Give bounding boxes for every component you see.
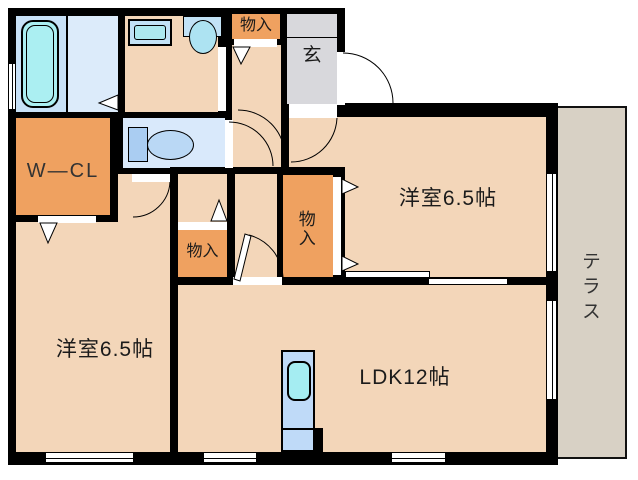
vestibule-floor bbox=[118, 174, 170, 222]
storage-top-label: 物入 bbox=[239, 17, 272, 34]
front-door-leaf bbox=[337, 52, 345, 105]
washing-machine-pan-inner bbox=[134, 25, 166, 40]
entrance-hall-door bbox=[289, 104, 337, 118]
washing-machine-pan bbox=[128, 19, 172, 46]
ldk-door-swing-arc bbox=[248, 234, 284, 278]
storage-mid-label: 物入 bbox=[295, 210, 315, 248]
kitchen-sink bbox=[287, 361, 311, 401]
entrance-label: 玄 bbox=[302, 45, 322, 66]
sliding-door-panel-2 bbox=[428, 278, 508, 285]
ldk-label: LDK12帖 bbox=[359, 366, 451, 389]
window-bedroom-right bbox=[546, 173, 557, 272]
walk-in-closet-floor bbox=[16, 118, 110, 215]
window-ldk-bottom-2 bbox=[391, 452, 446, 463]
storage-top-floor bbox=[232, 14, 280, 39]
window-ldk-bottom-1 bbox=[203, 452, 257, 463]
storage-mid-floor bbox=[283, 175, 333, 277]
window-bathroom bbox=[8, 63, 16, 110]
storage-center-door-marker bbox=[210, 198, 228, 222]
terrace-label: テラス bbox=[578, 250, 600, 326]
bathroom-dry-area bbox=[68, 16, 118, 112]
hallway-floor bbox=[232, 45, 281, 167]
storage-center-door bbox=[178, 222, 227, 230]
walk-in-closet-door-marker bbox=[39, 222, 58, 245]
kitchen-wall-stub bbox=[313, 428, 323, 452]
bedroom-left-door-swing-arc bbox=[132, 181, 171, 218]
wash-basin bbox=[189, 20, 217, 54]
bedroom-right-label: 洋室6.5帖 bbox=[398, 187, 498, 210]
toilet-door bbox=[225, 120, 233, 168]
entrance-step-line bbox=[287, 37, 337, 38]
walk-in-closet-opening bbox=[38, 216, 96, 223]
storage-mid-door-marker-lower bbox=[341, 255, 360, 272]
bedroom-left-label: 洋室6.5帖 bbox=[55, 338, 155, 361]
walk-in-closet-label: W—CL bbox=[26, 160, 100, 182]
bedroom-left-floor bbox=[16, 222, 170, 452]
bathtub-inner-rim bbox=[26, 25, 54, 103]
kitchen-counter-divider bbox=[283, 428, 313, 430]
toilet-bowl bbox=[147, 130, 194, 160]
sliding-door-panel-1 bbox=[345, 271, 430, 278]
front-door-swing-arc bbox=[342, 52, 394, 104]
storage-mid-door bbox=[333, 177, 341, 275]
window-bedroom-left-bottom bbox=[45, 452, 134, 463]
bathroom-door-marker bbox=[97, 94, 119, 111]
bedroom-left-door bbox=[132, 174, 170, 182]
bedroom-right-door-swing-arc bbox=[290, 117, 338, 163]
ldk-door-gap bbox=[233, 277, 282, 285]
toilet-door-swing-arc bbox=[228, 121, 274, 167]
storage-mid-door-marker-upper bbox=[341, 178, 360, 195]
entrance-hall-door-swing-arc bbox=[237, 109, 286, 158]
ldk-floor bbox=[178, 285, 546, 452]
washroom-door bbox=[218, 47, 226, 111]
storage-center-floor bbox=[178, 230, 227, 277]
ldk-door-leaf bbox=[233, 233, 252, 282]
storage-top-door-marker bbox=[232, 46, 251, 66]
entrance-floor bbox=[287, 14, 337, 104]
wall-bedroom-ldk bbox=[170, 277, 178, 453]
storage-center-label: 物入 bbox=[186, 243, 219, 260]
window-ldk-right bbox=[546, 300, 557, 400]
bathtub bbox=[21, 20, 59, 108]
storage-top-door bbox=[234, 39, 277, 47]
